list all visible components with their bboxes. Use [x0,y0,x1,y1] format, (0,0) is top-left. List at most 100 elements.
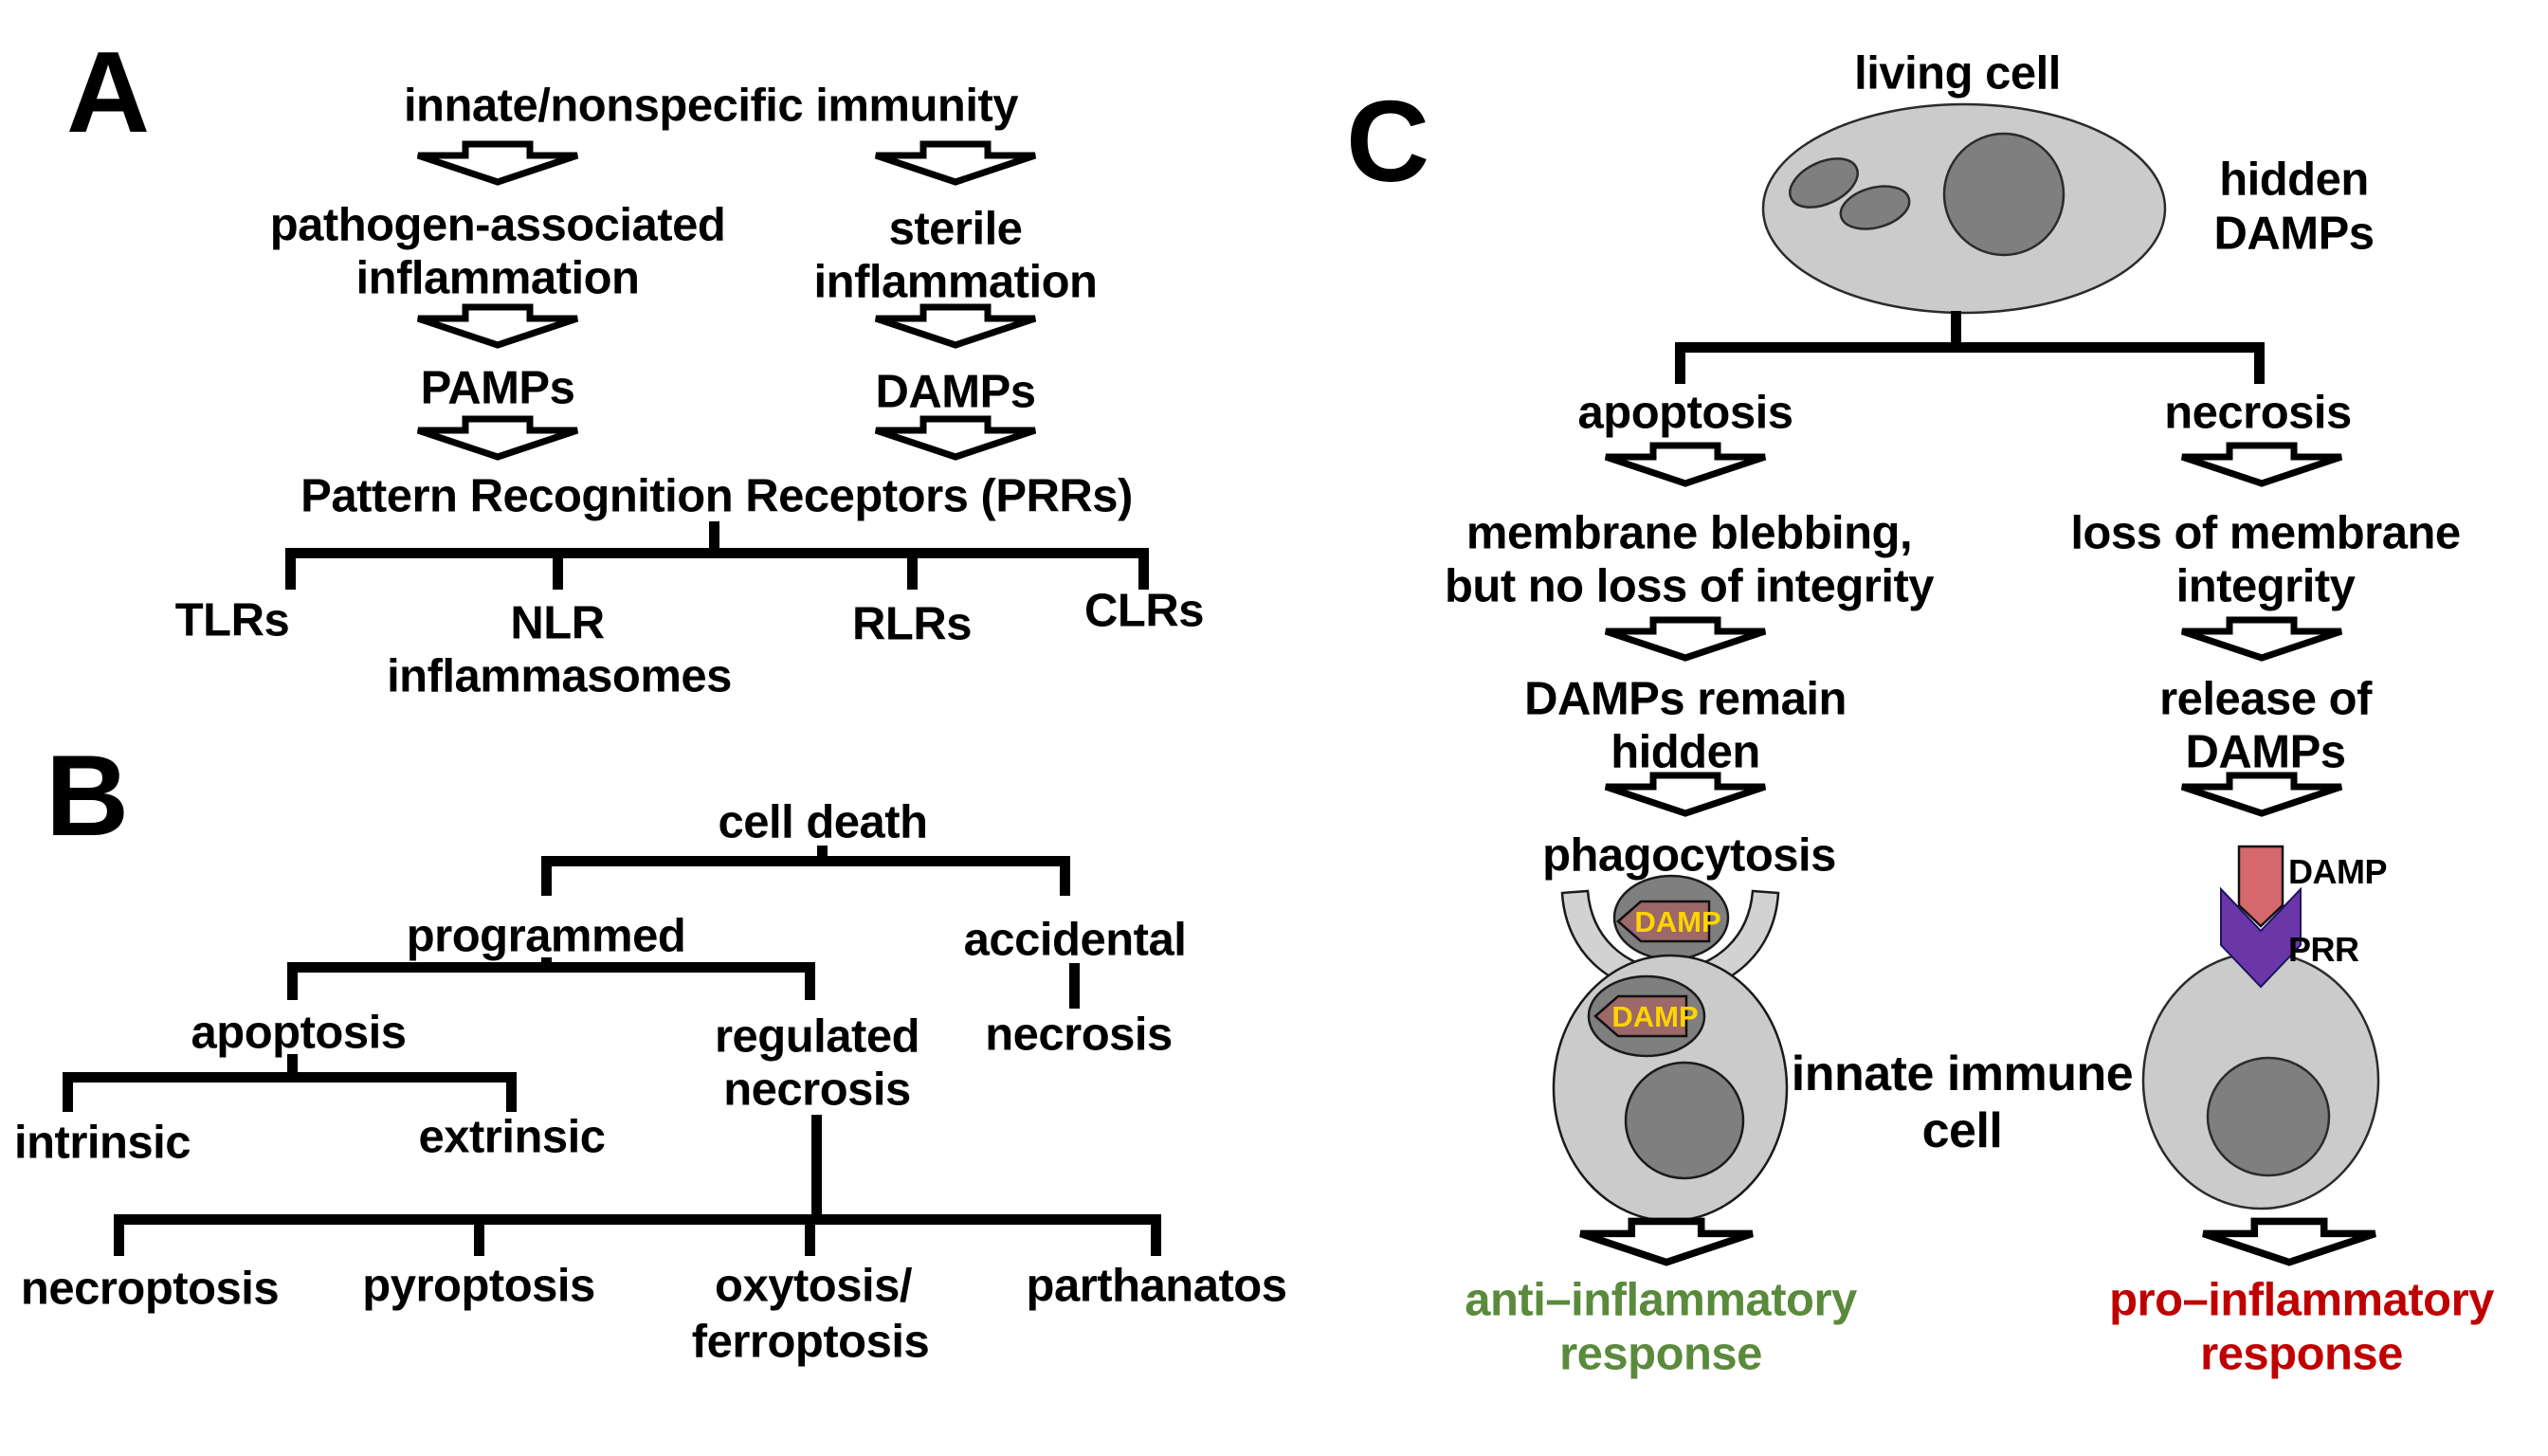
tree-connector [1675,342,2265,353]
nucleus [2206,1056,2331,1177]
prr-receptor-label: PRR [2288,930,2359,969]
hidden-damps-line2: DAMPs [2213,208,2375,260]
panel-b-letter: B [46,731,130,860]
pro-inflammatory-line1: pro–inflammatory [2109,1274,2494,1326]
tree-connector [805,962,815,1000]
tree-connector [474,1214,484,1256]
tree-connector [1951,311,1961,353]
organelle [1789,157,1859,209]
damp-ligand-label: DAMP [2288,852,2388,891]
panel-a-letter: A [66,27,151,156]
necroptosis-label: necroptosis [20,1263,280,1315]
tree-connector [285,548,296,590]
membrane-blebbing-line2: but no loss of integrity [1444,560,1935,612]
down-arrow-icon [1602,772,1769,817]
parthanatos-label: parthanatos [1026,1260,1287,1312]
tree-connector [553,548,563,590]
cell-death-label: cell death [718,796,928,848]
down-arrow-icon [414,415,581,461]
living-cell-label: living cell [1854,47,2061,100]
tree-connector [287,962,298,1000]
down-arrow-icon [1576,1217,1756,1266]
tree-connector [63,1072,73,1112]
nlr-inflammasomes-label: inflammasomes [387,650,732,702]
nucleus [1624,1061,1745,1180]
damp-prr-binding-figure [2220,845,2302,989]
tree-connector [1138,548,1149,590]
damp-tag [1593,994,1688,1038]
damps-remain-line1: DAMPs remain [1524,673,1847,725]
down-arrow-icon [2178,442,2345,487]
down-arrow-icon [872,140,1039,186]
tree-connector [114,1214,124,1256]
intrinsic-label: intrinsic [13,1117,191,1169]
sterile-inflammation-line1: sterile [888,203,1023,255]
panel-c-letter: C [1346,77,1430,206]
release-damps-line1: release of [2159,673,2372,725]
oxytosis-label-line2: ferroptosis [691,1316,930,1368]
programmed-label: programmed [406,910,686,962]
tree-connector [506,1072,517,1112]
down-arrow-icon [2178,772,2345,817]
prr-receptor-arrow-icon [2220,886,2302,989]
pathogen-inflammation-line1: pathogen-associated [269,199,726,251]
anti-inflammatory-line1: anti–inflammatory [1465,1274,1857,1326]
pathogen-inflammation-line2: inflammation [355,252,640,304]
accidental-necrosis-label: necrosis [985,1009,1173,1061]
tree-connector [541,856,1070,866]
rlrs-label: RLRs [852,598,972,650]
tree-connector [114,1214,1161,1225]
nucleus [1942,132,2066,257]
membrane-blebbing-line1: membrane blebbing, [1465,507,1913,559]
loss-membrane-line1: loss of membrane [2070,507,2461,559]
damp-tag-text: DAMP [1634,905,1720,938]
damp-ligand-arrow-icon [2237,845,2284,928]
down-arrow-icon [1602,442,1769,487]
oxytosis-label-line1: oxytosis/ [715,1260,912,1312]
phagocytosis-label: phagocytosis [1542,829,1836,882]
anti-inflammatory-line2: response [1559,1328,1762,1380]
tlrs-label: TLRs [174,594,290,646]
tree-connector [285,548,1149,558]
down-arrow-icon [872,303,1039,349]
tree-connector [2254,342,2265,384]
down-arrow-icon [2199,1217,2379,1266]
regulated-necrosis-line1: regulated [714,1010,920,1063]
release-damps-line2: DAMPs [2185,726,2346,778]
tree-connector [541,856,552,896]
necrosis-sensing-cell-figure [2141,951,2380,1210]
damps-remain-line2: hidden [1611,726,1760,778]
panel-a-title: innate/nonspecific immunity [403,80,1019,132]
damp-tag-text: DAMP [1611,1000,1698,1033]
tree-connector [907,548,918,590]
sterile-inflammation-line2: inflammation [813,256,1098,308]
tree-connector [287,962,815,973]
nlr-label: NLR [510,597,605,649]
tree-connector [1060,856,1070,896]
necrosis-c-label: necrosis [2164,387,2352,439]
tree-connector [805,1214,815,1256]
tree-connector [63,1072,517,1083]
pyroptosis-label: pyroptosis [362,1260,595,1312]
clrs-label: CLRs [1084,585,1204,637]
pamps-label: PAMPs [420,362,575,414]
damps-label: DAMPs [875,366,1036,418]
prrs-title: Pattern Recognition Receptors (PRRs) [300,470,1133,522]
tree-connector [811,1115,822,1221]
hidden-damps-line1: hidden [2219,154,2369,206]
down-arrow-icon [1602,616,1769,662]
tree-connector [1675,342,1685,384]
tree-connector [287,1054,298,1081]
apoptosis-b-label: apoptosis [191,1007,407,1059]
innate-immune-cell-line2: cell [1921,1103,2003,1158]
extrinsic-label: extrinsic [418,1111,606,1163]
loss-membrane-line2: integrity [2175,560,2356,612]
down-arrow-icon [2178,616,2345,662]
accidental-label: accidental [963,914,1187,966]
regulated-necrosis-line2: necrosis [723,1064,911,1116]
down-arrow-icon [414,140,581,186]
down-arrow-icon [414,303,581,349]
tree-connector [709,521,719,552]
living-cell-figure [1761,102,2167,315]
